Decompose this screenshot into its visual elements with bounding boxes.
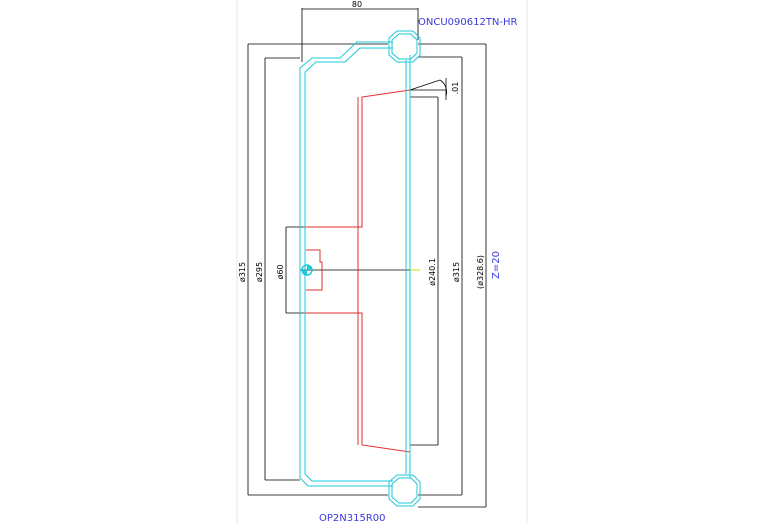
dim-d295: ø295 <box>255 262 264 282</box>
dim-d328: (ø328.6) <box>476 255 485 289</box>
dim-angle-tol: .01 <box>451 82 460 95</box>
origin-marker <box>301 264 313 276</box>
dim-top-width: 80 <box>352 0 362 9</box>
insert-top-octagon <box>388 30 421 63</box>
dim-d60: ø60 <box>276 264 285 279</box>
insert-bottom-octagon <box>388 474 421 507</box>
dimension-lines <box>247 8 487 508</box>
teeth-label: Z=20 <box>491 251 502 279</box>
dim-d240: ø240.1 <box>428 258 437 286</box>
insert-label: ONCU090612TN-HR <box>418 17 518 28</box>
dim-d315-left: ø315 <box>238 262 247 282</box>
cutter-label: OP2N315R00 <box>319 513 386 523</box>
tool-profile <box>299 30 421 507</box>
dim-d315-right: ø315 <box>452 262 461 282</box>
cutter-body <box>303 89 411 453</box>
